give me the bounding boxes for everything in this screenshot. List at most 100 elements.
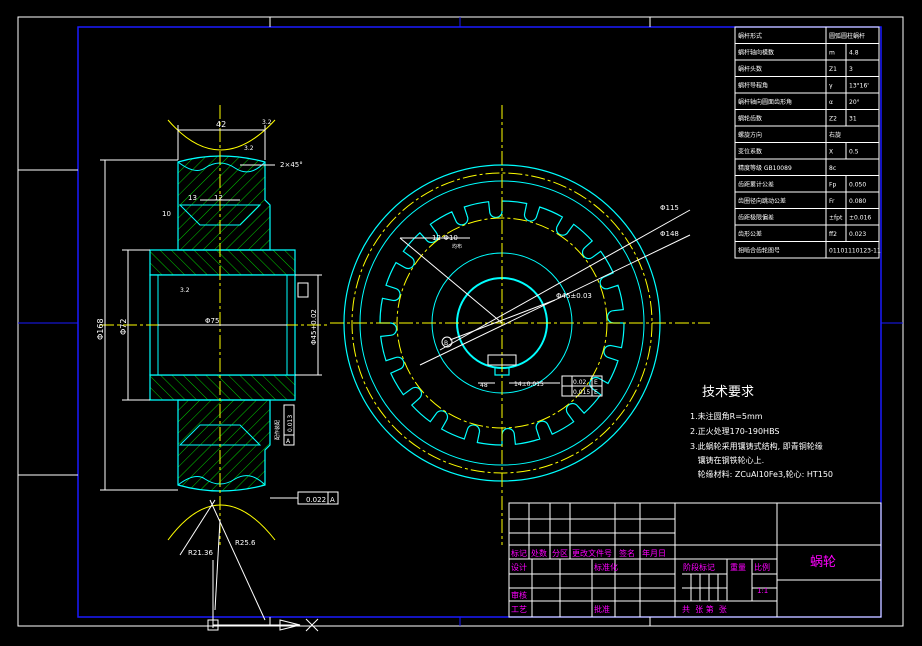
dim-12: 12 [214, 194, 223, 202]
dim-48: 48 [480, 382, 488, 389]
tb-doc: 更改文件号 [572, 548, 612, 558]
param-name-9: 齿距累计公差 [738, 181, 774, 189]
param-name-2: 蜗杆头数 [738, 65, 762, 73]
dim-dia-148: Φ148 [660, 230, 679, 238]
param-val-12: 0.023 [849, 231, 866, 238]
param-sym-2: Z1 [829, 66, 837, 73]
param-sym-9: Fp [829, 182, 836, 189]
param-val-3: 13°16' [849, 83, 869, 90]
dim-outer-dia: Φ168 [96, 318, 105, 340]
param-val-13: 01101110123-11 [829, 248, 881, 255]
tb-date: 年月日 [642, 548, 666, 558]
dim-10: 10 [162, 210, 171, 218]
tol-frame-2: 0.022 [306, 496, 326, 504]
param-val-8: 8c [829, 165, 836, 172]
tb-design: 设计 [511, 562, 527, 572]
tb-scale: 比例 [754, 562, 770, 572]
param-name-12: 齿形公差 [738, 230, 762, 238]
param-val-10: 0.080 [849, 198, 866, 205]
tb-count: 处数 [531, 548, 547, 558]
tb-stage: 阶段标记 [683, 562, 715, 572]
param-sym-10: Fr [829, 198, 835, 205]
inner-border [77, 26, 882, 618]
tech-title: 技术要求 [702, 385, 754, 400]
dim-holes: 12-Φ10 [432, 234, 458, 242]
roughness-hub: 3.2 [180, 287, 190, 294]
param-val-2: 3 [849, 66, 853, 73]
param-name-1: 蜗杆轴向模数 [738, 49, 774, 57]
param-name-13: 相啮合齿轮图号 [738, 247, 780, 255]
tol-a-datum: E [594, 379, 598, 386]
rim-top-section [177, 155, 271, 251]
param-name-3: 蜗杆导程角 [738, 82, 768, 90]
dim-13: 13 [188, 194, 197, 202]
param-sym-5: Z2 [829, 116, 837, 123]
dim-r-inner: R25.6 [235, 539, 256, 547]
side-note: 配作装配 [274, 420, 281, 440]
param-val-7: 0.5 [849, 149, 859, 156]
dim-bore: Φ45±0.03 [556, 292, 592, 300]
tech-requirements: 技术要求 1.未注圆角R=5mm 2.正火处理170-190HBS 3.此蜗轮采… [690, 385, 833, 479]
param-name-4: 蜗杆轴向圆面齿形角 [738, 98, 792, 106]
dim-hub-dia: Φ72 [119, 319, 128, 335]
roughness-face: 3.2 [244, 145, 254, 152]
tech-line-3: 3.此蜗轮采用镶铸式结构, 即青铜轮缘 [690, 441, 823, 451]
tb-check: 审核 [511, 590, 527, 600]
dim-dia-115: Φ115 [660, 204, 679, 212]
param-sym-1: m [829, 50, 835, 57]
param-val-5: 31 [849, 116, 857, 123]
tb-mark: 标记 [511, 548, 527, 558]
tb-approve: 批准 [594, 604, 610, 614]
param-name-0: 蜗杆形式 [738, 32, 762, 40]
param-val-6: 右旋 [829, 131, 841, 139]
tb-zone: 分区 [552, 549, 568, 558]
dim-r-outer: R21.36 [188, 549, 213, 557]
param-val-9: 0.050 [849, 182, 866, 189]
tol-frame-1: 0.013 [287, 415, 294, 432]
param-sym-11: ±fpt [829, 215, 843, 222]
tol-a: 0.02 [573, 379, 587, 386]
tb-process: 工艺 [511, 605, 527, 614]
param-name-5: 蜗轮齿数 [738, 115, 762, 123]
param-sym-4: α [829, 99, 833, 106]
dim-bore-length: Φ75 [205, 317, 219, 325]
tb-sheets: 共 张 第 张 [682, 604, 727, 614]
param-name-7: 变位系数 [738, 148, 762, 156]
front-view: Φ115 Φ148 12-Φ10 均布 Φ45±0.03 14±0.015 B … [330, 105, 710, 545]
part-name: 蜗轮 [810, 554, 836, 570]
tech-line-1: 1.未注圆角R=5mm [690, 411, 763, 421]
section-view: 42 2×45° 3.2 3.2 10 13 12 Φ168 Φ72 Φ75 Φ… [96, 105, 339, 632]
param-val-4: 20° [849, 99, 860, 106]
tb-sign: 签名 [619, 548, 635, 558]
tech-line-5: 轮缘材料: ZCuAl10Fe3,轮心: HT150 [690, 469, 833, 479]
param-val-0: 圆弧圆柱蜗杆 [829, 32, 865, 40]
param-sym-7: X [829, 149, 833, 156]
title-block: 标记 处数 分区 更改文件号 签名 年月日 设计 标准化 阶段标记 重量 比例 … [508, 502, 882, 618]
tb-scale-value: 1:1 [757, 587, 768, 595]
param-val-1: 4.8 [849, 50, 859, 57]
datum-b: B [444, 340, 448, 347]
param-name-6: 螺旋方向 [738, 131, 762, 139]
tol-b: 0.015 [573, 389, 590, 396]
param-name-8: 精度等级 GB10089 [738, 164, 792, 172]
tol-frame-1-datum: A [286, 438, 291, 445]
tb-weight: 重量 [730, 562, 746, 572]
param-name-10: 齿圈径向跳动公差 [738, 197, 786, 205]
tol-b-datum: E [594, 389, 598, 396]
tech-line-2: 2.正火处理170-190HBS [690, 426, 780, 436]
param-val-11: ±0.016 [849, 215, 871, 222]
tb-standard: 标准化 [594, 562, 618, 572]
dim-holes-sub: 均布 [452, 243, 462, 250]
param-sym-12: ff2 [829, 231, 837, 238]
dim-width-top: 42 [216, 120, 226, 129]
dim-chamfer: 2×45° [280, 161, 303, 169]
dim-keyway: 14±0.015 [514, 381, 544, 388]
param-sym-3: γ [829, 83, 833, 90]
roughness-top: 3.2 [262, 119, 272, 126]
hub-section-bottom [149, 374, 296, 401]
dim-bore-dia: Φ45+0.02 [310, 309, 318, 345]
tol-frame-2-datum: A [330, 496, 335, 504]
tech-line-4: 镶铸在钢铁轮心上. [690, 455, 764, 465]
